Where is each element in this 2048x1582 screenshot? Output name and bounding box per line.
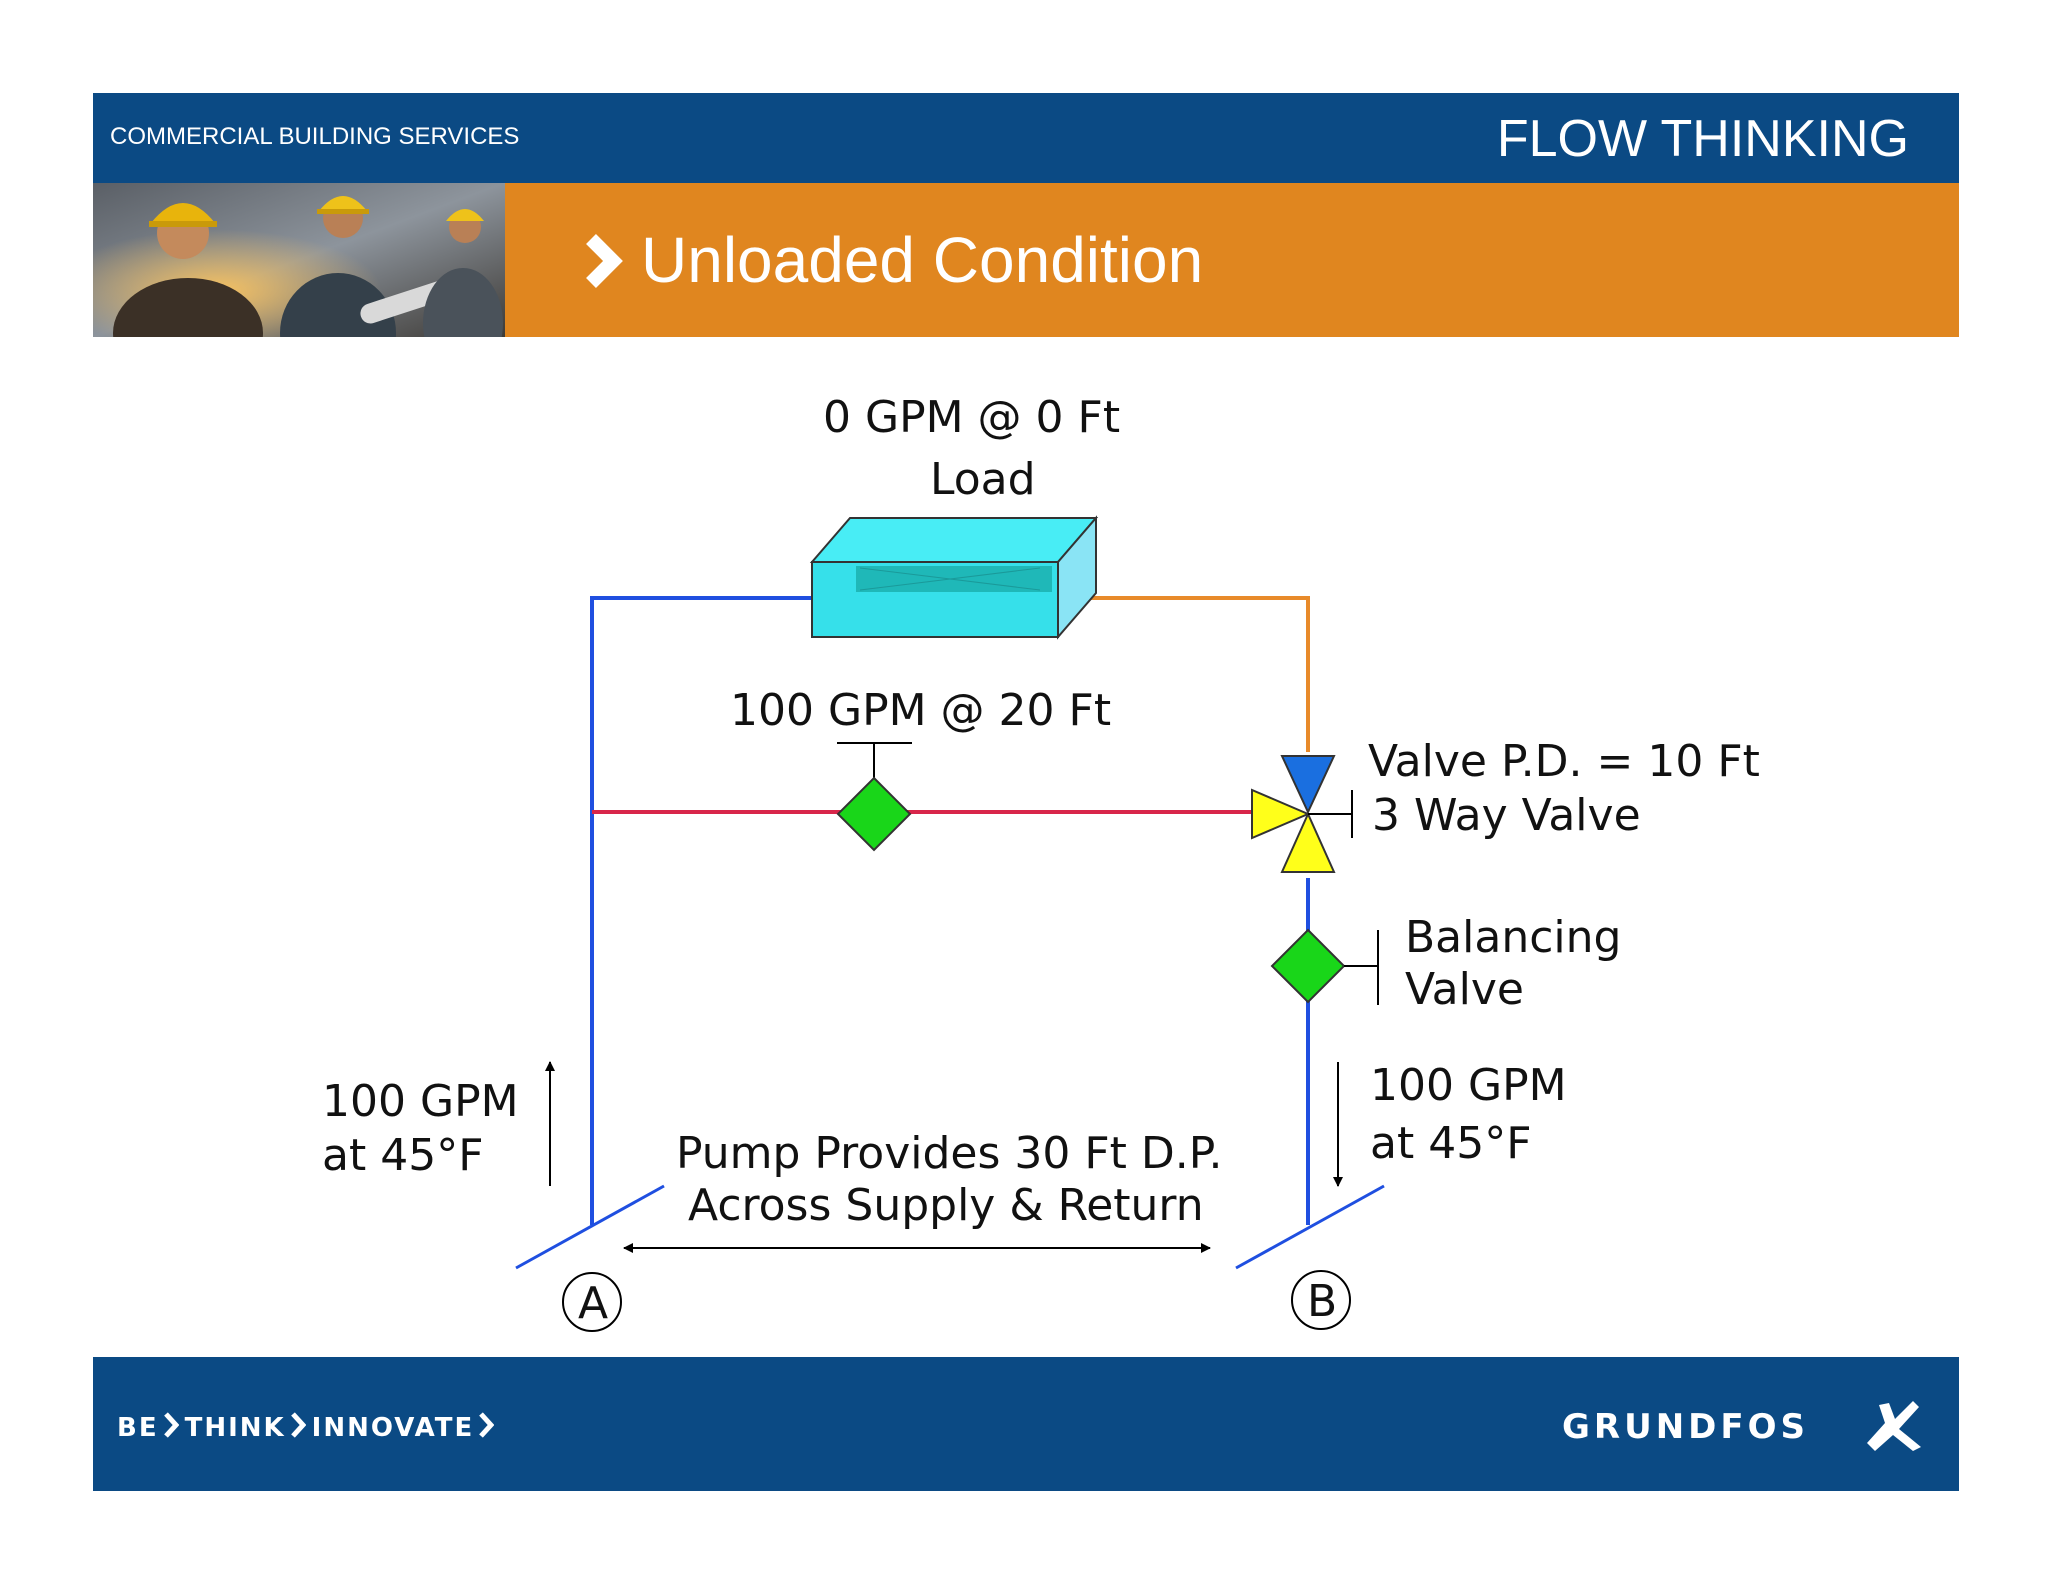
balancing-label-2: Valve bbox=[1405, 964, 1524, 1015]
slogan-word-innovate: INNOVATE bbox=[311, 1413, 475, 1443]
balancing-valve bbox=[1270, 928, 1379, 1005]
chevron-right-icon bbox=[163, 1411, 179, 1445]
slogan-word-be: BE bbox=[117, 1413, 159, 1443]
point-a-circle bbox=[562, 1272, 622, 1332]
logo-wordmark: GRUNDFOS bbox=[1562, 1407, 1809, 1447]
load-flow-label: 0 GPM @ 0 Ft bbox=[823, 392, 1120, 443]
bypass-valve bbox=[836, 742, 912, 852]
pump-connection-a bbox=[515, 1184, 665, 1270]
workers-photo bbox=[93, 183, 505, 337]
balancing-label-1: Balancing bbox=[1405, 912, 1621, 963]
slide-title: Unloaded Condition bbox=[641, 224, 1204, 296]
return-temp-label: at 45°F bbox=[1370, 1118, 1532, 1169]
return-flow-label: 100 GPM bbox=[1370, 1060, 1567, 1111]
point-b-label: B bbox=[1307, 1276, 1337, 1327]
grundfos-logo: GRUNDFOS bbox=[1507, 1393, 1927, 1463]
slogan-word-think: THINK bbox=[184, 1413, 286, 1443]
grundfos-man-icon bbox=[1867, 1401, 1921, 1451]
supply-temp-label: at 45°F bbox=[322, 1130, 484, 1181]
valve-name-label: 3 Way Valve bbox=[1372, 790, 1641, 841]
brand-title: FLOW THINKING bbox=[1496, 110, 1909, 168]
chevron-right-icon bbox=[586, 234, 623, 288]
load-coil bbox=[809, 515, 1099, 640]
chevron-right-icon bbox=[478, 1411, 495, 1445]
title-bar: Unloaded Condition bbox=[93, 183, 1959, 337]
point-b-circle bbox=[1291, 1270, 1351, 1330]
point-a-label: A bbox=[578, 1278, 608, 1329]
pump-label-2: Across Supply & Return bbox=[688, 1180, 1204, 1231]
chevron-right-icon bbox=[290, 1411, 307, 1445]
bypass-flow-label: 100 GPM @ 20 Ft bbox=[730, 685, 1111, 736]
footer-bar: BE THINK INNOVATE GRUNDFOS bbox=[93, 1357, 1959, 1491]
valve-pd-label: Valve P.D. = 10 Ft bbox=[1368, 736, 1760, 787]
slogan: BE THINK INNOVATE bbox=[117, 1411, 500, 1445]
load-label: Load bbox=[930, 454, 1036, 505]
return-pipe-top bbox=[1088, 596, 1310, 752]
pump-connection-b bbox=[1235, 1184, 1385, 1270]
supply-flow-label: 100 GPM bbox=[322, 1076, 519, 1127]
supply-pipe bbox=[590, 596, 816, 1225]
pump-label-1: Pump Provides 30 Ft D.P. bbox=[676, 1128, 1222, 1179]
three-way-valve bbox=[1251, 755, 1353, 873]
department-label: COMMERCIAL BUILDING SERVICES bbox=[110, 123, 520, 150]
header-bar: COMMERCIAL BUILDING SERVICES FLOW THINKI… bbox=[93, 93, 1959, 183]
